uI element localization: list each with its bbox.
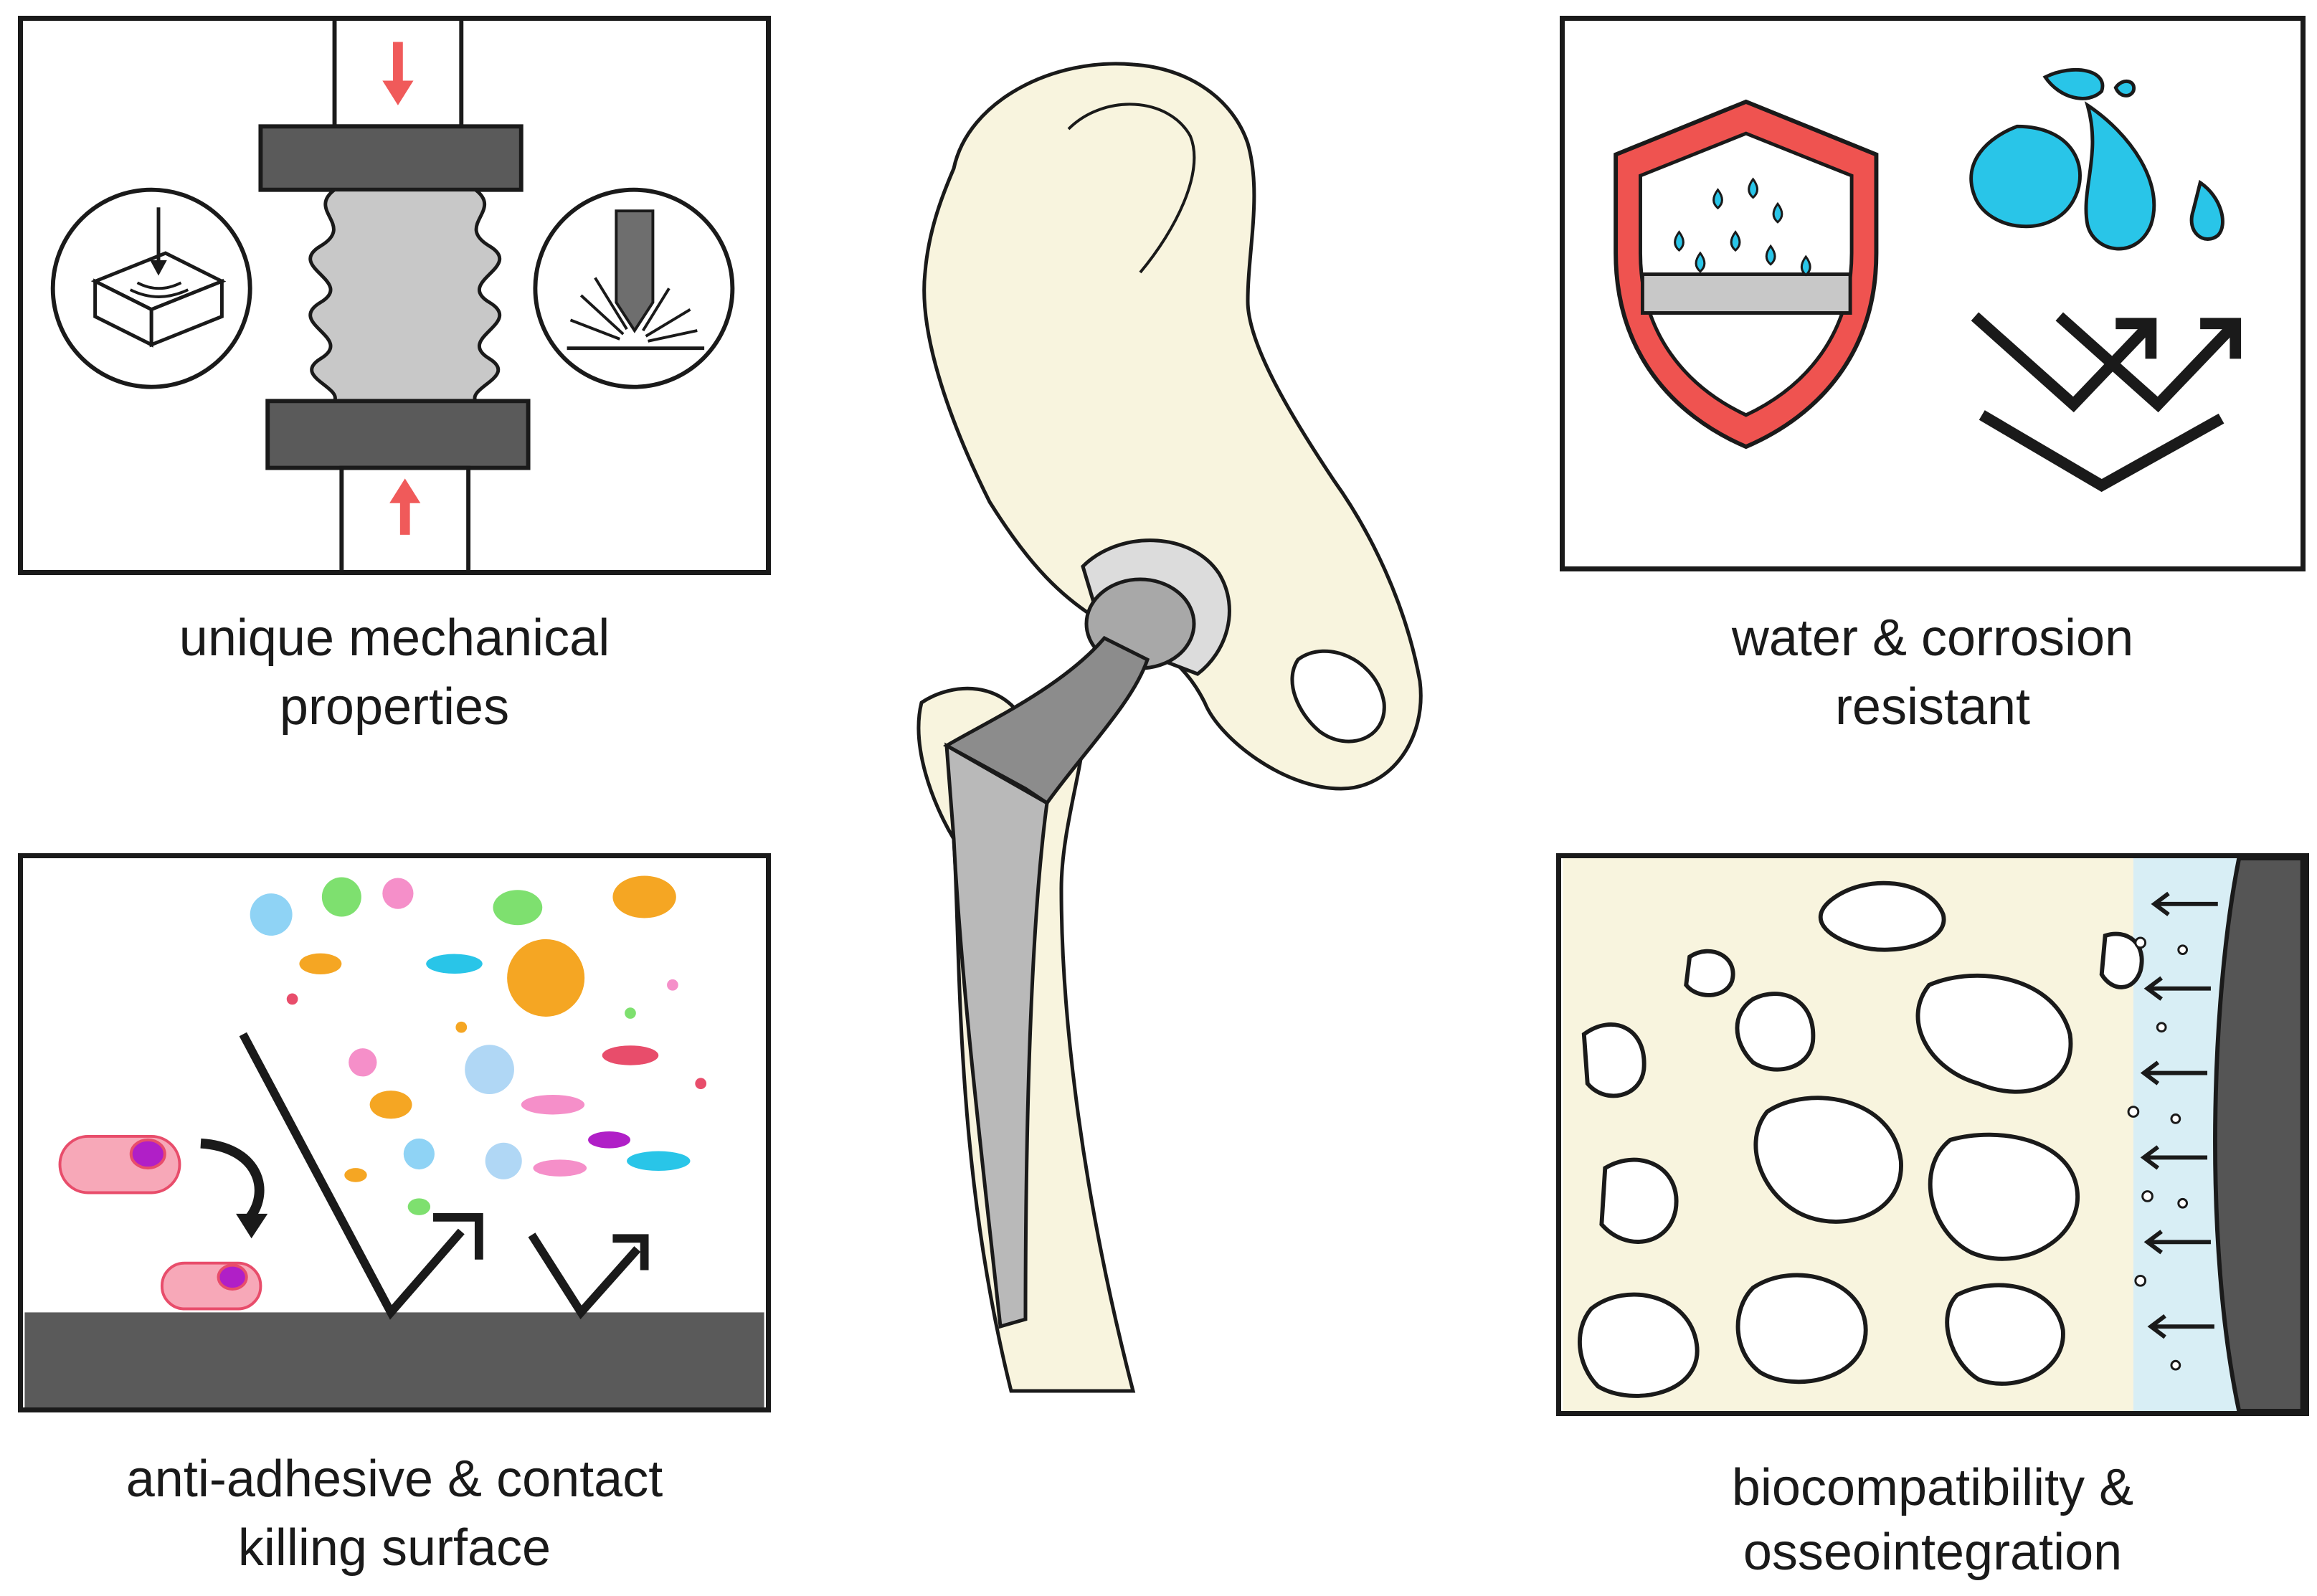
antibacterial-panel	[18, 853, 771, 1412]
deflect-arrows-icon	[1971, 312, 2242, 493]
bacteria-cloud-icon	[24, 875, 764, 1407]
hip-implant-illustration	[916, 62, 1423, 1393]
osseo-caption-line2: osseointegration	[1743, 1524, 2123, 1581]
shield-icon	[1614, 67, 2242, 493]
osseo-panel	[1556, 853, 2309, 1416]
water-caption-line1: water & corrosion	[1731, 609, 2134, 667]
water-caption-line2: resistant	[1834, 678, 2031, 736]
water-drops-icon	[1969, 67, 2224, 251]
bone-structure-icon	[1563, 858, 2304, 1411]
osseo-caption: biocompatibility & osseointegration	[1556, 1455, 2309, 1585]
water-panel	[1560, 16, 2306, 571]
mechanical-caption: unique mechanical properties	[18, 604, 771, 741]
mechanical-panel	[18, 16, 771, 575]
scratch-tool-icon	[533, 187, 735, 389]
compression-press-icon	[50, 21, 735, 570]
osseo-caption-line1: biocompatibility &	[1731, 1459, 2134, 1516]
mechanical-caption-line1: unique mechanical	[179, 609, 610, 667]
antibacterial-caption-line2: killing surface	[237, 1519, 551, 1577]
indentation-icon	[50, 187, 252, 389]
mechanical-caption-line2: properties	[279, 678, 510, 736]
water-caption: water & corrosion resistant	[1560, 604, 2306, 741]
antibacterial-caption-line1: anti-adhesive & contact	[125, 1450, 663, 1508]
antibacterial-caption: anti-adhesive & contact killing surface	[18, 1445, 771, 1582]
